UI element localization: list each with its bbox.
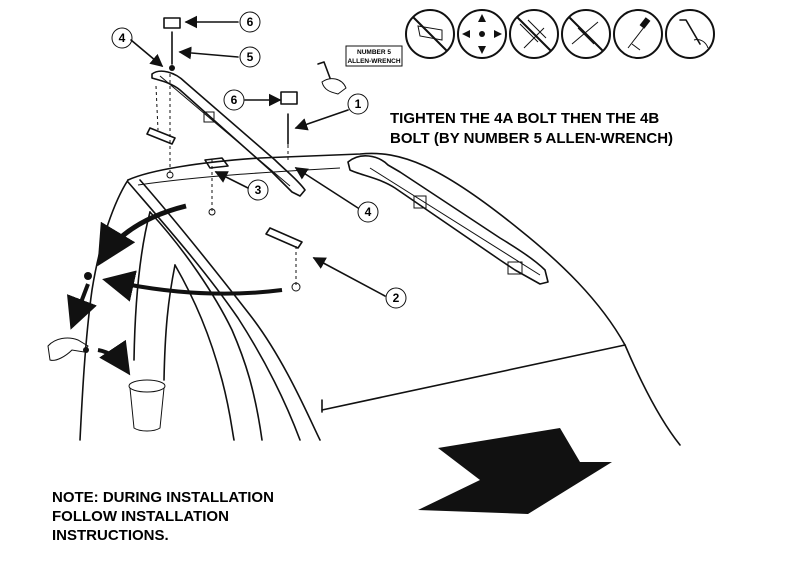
callout-leaders (130, 15, 386, 297)
callout-6-top: 6 (239, 11, 261, 33)
callout-number: 3 (255, 183, 262, 197)
note-line-3: INSTRUCTIONS. (52, 527, 169, 544)
bolt-5 (169, 31, 175, 71)
callout-number: 1 (355, 97, 362, 111)
waste-bin-icon (128, 379, 166, 432)
callout-number: 6 (231, 93, 238, 107)
no-cut-icon (561, 9, 611, 59)
mounting-plates (146, 127, 303, 249)
allen-key-icon (665, 9, 715, 59)
cap-6-top (163, 17, 181, 29)
allen-wrench-illustration: NUMBER 5 ALLEN-WRENCH (317, 45, 403, 95)
tool-label-line2: ALLEN-WRENCH (347, 58, 400, 65)
car-body (79, 152, 681, 446)
instruction-block: TIGHTEN THE 4A BOLT THEN THE 4B BOLT (BY… (390, 110, 673, 147)
callout-2: 2 (385, 287, 407, 309)
callout-number: 4 (119, 31, 126, 45)
note-line-2: FOLLOW INSTALLATION (52, 508, 229, 525)
cap-6-mid (280, 91, 298, 105)
roof-hole (291, 282, 301, 292)
roof-rail-right (347, 155, 549, 285)
callout-4-top: 4 (111, 27, 133, 49)
callout-4-mid: 4 (357, 201, 379, 223)
tool-label-line1: NUMBER 5 (357, 49, 391, 56)
callout-number: 6 (247, 15, 254, 29)
no-drill-icon (405, 9, 455, 59)
screwdriver-icon (613, 9, 663, 59)
direction-arrow (418, 428, 612, 514)
instruction-line-1: TIGHTEN THE 4A BOLT THEN THE 4B (390, 110, 659, 127)
roof-hole (166, 171, 174, 179)
removal-arrows (67, 203, 283, 376)
note-block: NOTE: DURING INSTALLATION FOLLOW INSTALL… (52, 489, 274, 544)
safety-icons (405, 9, 715, 59)
callout-number: 5 (247, 50, 254, 64)
callout-1: 1 (347, 93, 369, 115)
roof-rail-left (151, 70, 306, 197)
hand-icon (47, 337, 89, 361)
removed-clip (84, 272, 92, 280)
callout-number: 2 (393, 291, 400, 305)
callout-3: 3 (247, 179, 269, 201)
callout-number: 4 (365, 205, 372, 219)
note-line-1: NOTE: DURING INSTALLATION (52, 489, 274, 506)
callout-5: 5 (239, 46, 261, 68)
roof-hole (208, 208, 216, 216)
alignment-lines (155, 74, 297, 285)
callout-6-mid: 6 (223, 89, 245, 111)
no-compass-icon (457, 9, 507, 59)
instruction-line-2: BOLT (BY NUMBER 5 ALLEN-WRENCH) (390, 130, 673, 147)
no-break-icon (509, 9, 559, 59)
